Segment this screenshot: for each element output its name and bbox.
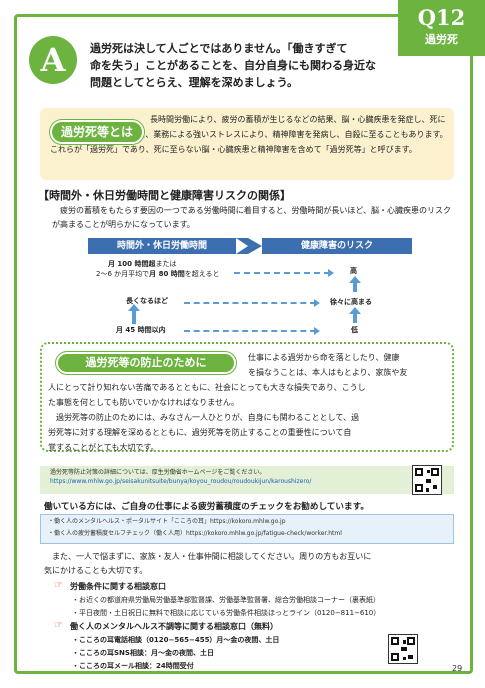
hours-up-arrow-icon bbox=[128, 304, 140, 324]
figure-row3-label: 月 45 時間以内 bbox=[116, 326, 166, 334]
figure-row3-risk: 低 bbox=[351, 326, 358, 334]
question-category: 過労死 bbox=[425, 33, 458, 46]
prevention-text: 仕事による過労から命を落としたり、健康 を損なうことは、本人はもとより、家族や友… bbox=[48, 350, 448, 455]
figure-row3-arrowhead bbox=[314, 327, 320, 335]
figure-row2-arrow bbox=[184, 302, 316, 304]
figure-row2-label: 長くなるほど bbox=[126, 297, 168, 305]
figure-header-risk: 健康障害のリスク bbox=[262, 238, 412, 254]
mental-health-links: ・働く人のメンタルヘルス・ポータルサイト「こころの耳」https://kokor… bbox=[48, 516, 448, 540]
risk-section-title: 【時間外・休日労働時間と健康障害リスクの関係】 bbox=[38, 189, 291, 202]
consult-intro-line: 気にかけることも大切です。 bbox=[44, 566, 148, 575]
prevention-line: を損なうことは、本人はもとより、家族や友 bbox=[248, 368, 408, 377]
consult-intro: また、一人で悩まずに、家族・友人・仕事仲間に相談してください。周りの方もお互いに… bbox=[44, 550, 454, 578]
figure-row3-arrow bbox=[184, 330, 316, 332]
mental-consult-item: ・こころの耳SNS相談：月〜金の夜間、土日 bbox=[72, 649, 214, 657]
page-number: 29 bbox=[452, 664, 463, 673]
prevention-line: 覚することがとても大切です。 bbox=[48, 443, 159, 452]
pointing-hand-icon: ☞ bbox=[54, 620, 63, 631]
info-link[interactable]: https://www.mhlw.go.jp/seisakunitsuite/b… bbox=[50, 478, 312, 485]
qr-code-icon[interactable] bbox=[388, 634, 418, 664]
definition-label: 過労死等とは bbox=[50, 120, 144, 144]
mental-link-portal[interactable]: ・働く人のメンタルヘルス・ポータルサイト「こころの耳」https://kokor… bbox=[48, 518, 286, 525]
info-box bbox=[40, 466, 454, 494]
mental-link-selfcheck[interactable]: ・働く人の疲労蓄積度セルフチェック（働く人用）https://kokoro.mh… bbox=[48, 530, 342, 537]
risk-section-body: 疲労の蓄積をもたらす要因の一つである労働時間に着目すると、労働時間が長いほど、脳… bbox=[52, 206, 452, 229]
check-recommendation: 働いている方には、ご自身の仕事による疲労蓄積度のチェックをお勧めしています。 bbox=[44, 502, 369, 512]
info-text: 過労死等防止対策の詳細については、厚生労働省ホームページをご覧ください。 htt… bbox=[50, 468, 406, 486]
prevention-label: 過労死等の防止のために bbox=[56, 352, 236, 374]
pointing-hand-icon: ☞ bbox=[54, 580, 63, 591]
answer-text: 過労死は決して人ごとではありません。「働きすぎて 命を失う」ことがあることを、自… bbox=[90, 40, 410, 91]
consult-intro-line: また、一人で悩まずに、家族・友人・仕事仲間に相談してください。周りの方もお互いに bbox=[52, 552, 372, 561]
risk-up-arrow-icon-2 bbox=[349, 307, 361, 323]
figure-row2-arrowhead bbox=[314, 299, 320, 307]
prevention-line: た事態を何としても防いでいかなければなりません。 bbox=[48, 398, 239, 407]
prevention-line: 人にとって計り知れない苦痛であるとともに、社会にとっても大きな損失であり、こうし bbox=[48, 383, 366, 392]
info-description: 過労死等防止対策の詳細については、厚生労働省ホームページをご覧ください。 bbox=[50, 469, 266, 476]
figure-header-hours: 時間外・休日労働時間 bbox=[88, 238, 236, 254]
mental-health-box bbox=[40, 514, 454, 544]
question-tab: Q12 過労死 bbox=[398, 0, 485, 56]
labor-consult-heading: 労働条件に関する相談窓口 bbox=[70, 582, 166, 591]
qr-code-icon[interactable] bbox=[412, 465, 442, 495]
figure-header-arrow-icon bbox=[236, 238, 262, 254]
page-frame bbox=[14, 14, 473, 674]
labor-consult-item: ・お近くの都道府県労働局労働基準部監督課、労働基準監督署、総合労働相談コーナー（… bbox=[72, 596, 380, 604]
figure-row1-line1: 月 100 時間超または bbox=[108, 260, 177, 268]
figure-row1-risk: 高 bbox=[350, 267, 357, 275]
definition-text: 長時間労働により、疲労の蓄積が生じるなどの結果、脳・心臓疾患を発症し、死に至るこ… bbox=[50, 115, 448, 154]
mental-consult-heading: 働く人のメンタルヘルス不調等に関する相談窓口（無料） bbox=[70, 622, 278, 631]
risk-up-arrow-icon-1 bbox=[349, 276, 361, 292]
answer-line: 過労死は決して人ごとではありません。「働きすぎて bbox=[90, 42, 348, 55]
figure-row1-line2: 2〜6 か月平均で月 80 時間を超えると bbox=[96, 270, 220, 278]
prevention-line: 仕事による過労から命を落としたり、健康 bbox=[248, 353, 400, 362]
mental-consult-item: ・こころの耳メール相談：24時間受付 bbox=[72, 662, 194, 670]
answer-line: 問題としてとらえ、理解を深めましょう。 bbox=[90, 76, 299, 89]
figure-row1-arrow bbox=[234, 272, 330, 274]
answer-badge: A bbox=[29, 36, 77, 84]
question-number: Q12 bbox=[417, 5, 466, 30]
figure-row1-arrowhead bbox=[328, 269, 334, 277]
mental-consult-item: ・こころの耳電話相談（0120−565−455）月〜金の夜間、土日 bbox=[72, 636, 280, 644]
answer-line: 命を失う」ことがあることを、自分自身にも関わる身近な bbox=[90, 59, 376, 72]
prevention-line: 労死等に対する理解を深めるとともに、過労死等を防止することの重要性について自 bbox=[48, 428, 352, 437]
labor-consult-item: ・平日夜間・土日祝日に無料で相談に応じている労働条件相談ほっとライン（0120−… bbox=[72, 609, 381, 617]
figure-row2-risk: 徐々に高まる bbox=[330, 298, 372, 306]
prevention-line: 過労死等の防止のためには、みなさん一人ひとりが、自身にも関わることとして、過 bbox=[56, 413, 359, 422]
prevention-box bbox=[40, 342, 454, 452]
